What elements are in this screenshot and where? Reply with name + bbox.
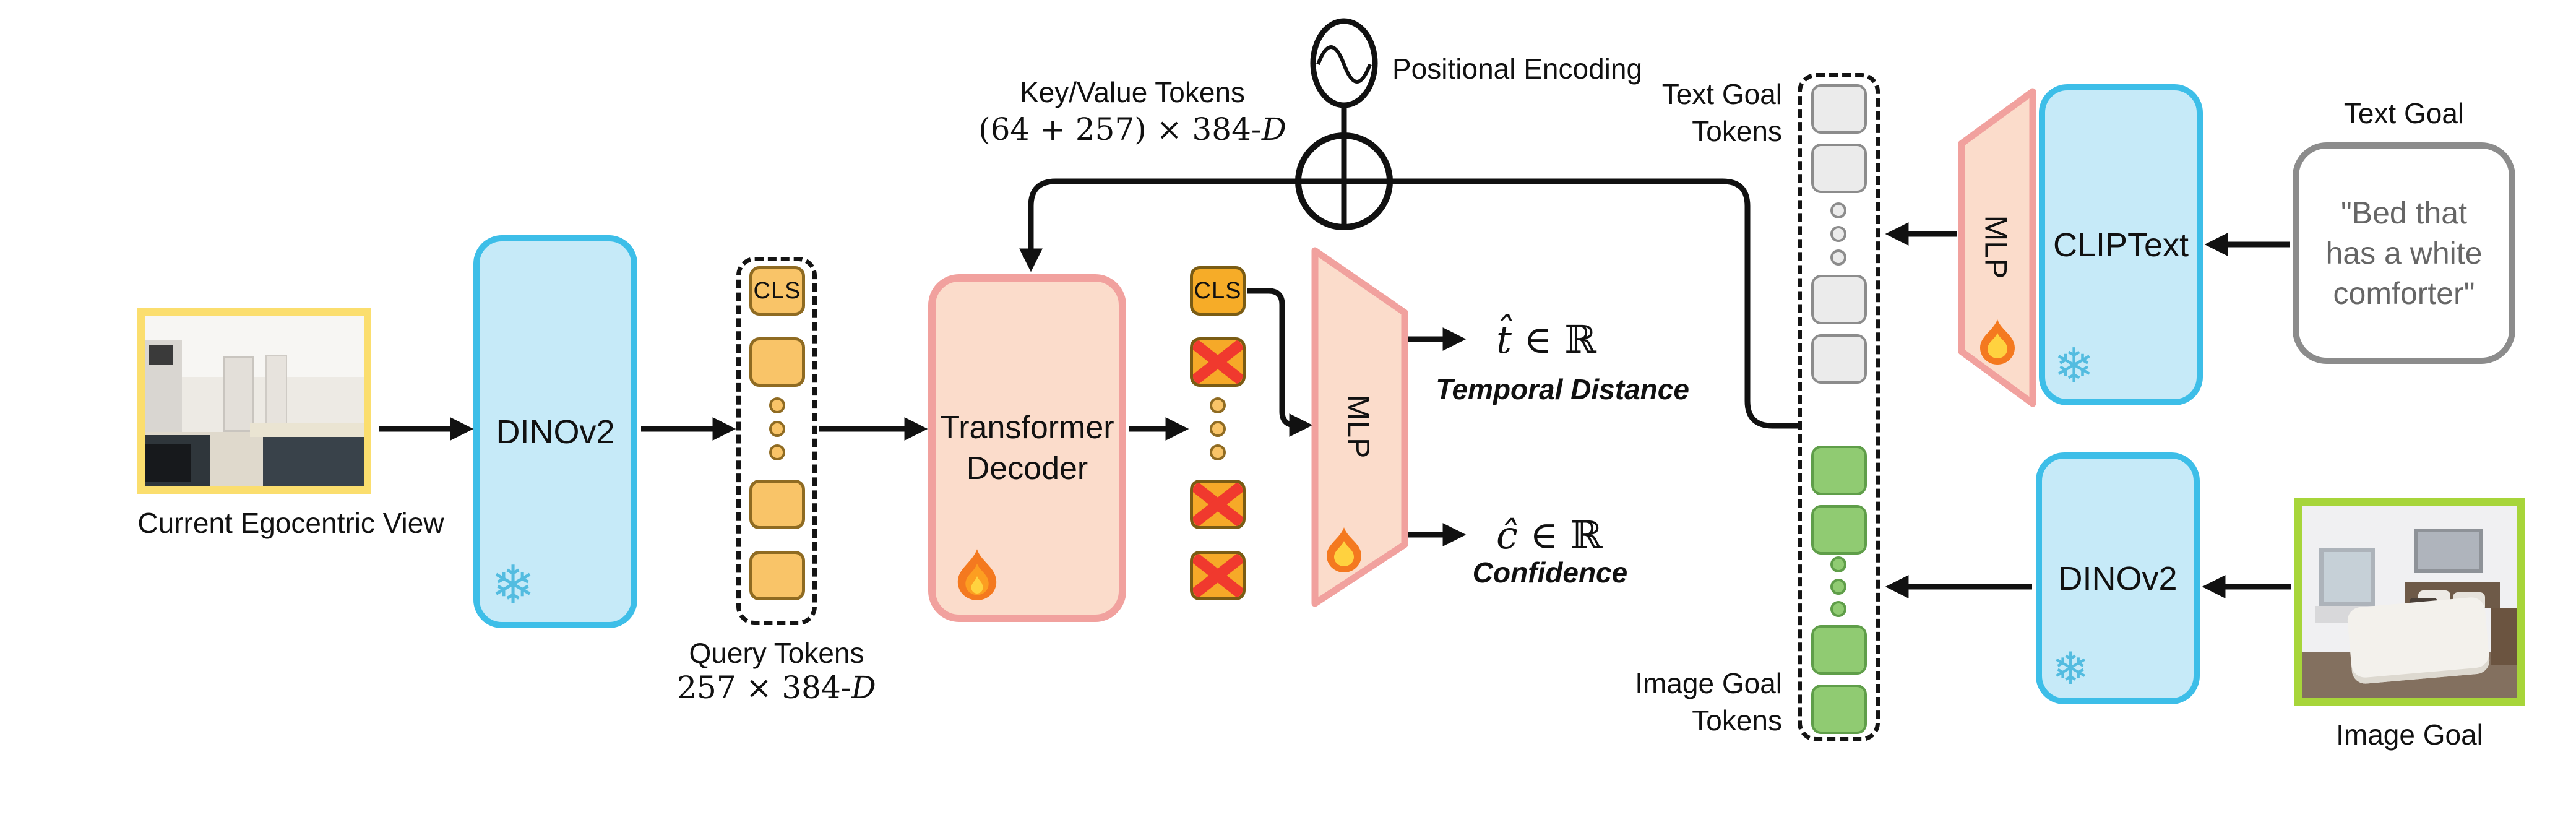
kv-dims-prefix: (64 + 257) × 384- xyxy=(978,111,1262,147)
text-goal-tokens-line1: Text Goal xyxy=(1661,78,1782,110)
text-goal-title: Text Goal xyxy=(2343,97,2465,129)
ego-countertop xyxy=(249,423,364,437)
query-cls-label: CLS xyxy=(753,277,801,304)
current-egocentric-photo xyxy=(137,308,371,494)
masked-token-icon xyxy=(1190,551,1246,600)
output-ellipsis-dot xyxy=(1210,421,1226,437)
goal-window xyxy=(2319,548,2376,606)
t-hat-symbol: t̂ xyxy=(1496,317,1512,362)
output-cls-token: CLS xyxy=(1190,266,1246,316)
query-token xyxy=(749,480,805,529)
ego-island-base xyxy=(263,435,364,486)
query-token xyxy=(749,551,805,600)
c-hat-symbol: ĉ xyxy=(1496,512,1518,558)
query-cls-token: CLS xyxy=(749,266,805,316)
fire-icon xyxy=(1327,527,1361,572)
image-goal-token xyxy=(1811,625,1867,675)
text-goal-token xyxy=(1811,334,1867,384)
query-dims-prefix: 257 × 384- xyxy=(677,670,851,706)
image-token-ellipsis-dot xyxy=(1830,556,1846,572)
image-token-ellipsis-dot xyxy=(1830,579,1846,595)
query-dims-var: D xyxy=(851,670,876,706)
cliptext-box: CLIPText ❄ xyxy=(2039,84,2203,405)
arrow-cls-to-mlp xyxy=(1247,288,1313,437)
sine-wave-icon xyxy=(1316,45,1372,84)
confidence-formula: ĉ ∈ ℝ xyxy=(1496,512,1603,558)
kv-tokens-dims: (64 + 257) × 384-D xyxy=(947,111,1318,147)
positional-encoding-label: Positional Encoding xyxy=(1392,53,1643,85)
goal-bench xyxy=(2491,607,2517,666)
snowflake-icon: ❄ xyxy=(2052,642,2090,694)
mlp-text-label: MLP xyxy=(1978,215,2014,279)
goal-wall-art xyxy=(2413,529,2483,573)
current-view-label: Current Egocentric View xyxy=(137,507,444,539)
image-goal-token xyxy=(1811,685,1867,734)
kv-dims-var: D xyxy=(1261,111,1286,147)
text-goal-quote: "Bed that has a white comforter" xyxy=(2325,195,2483,311)
query-tokens-title: Query Tokens xyxy=(689,637,864,669)
text-goal-tokens-label: Text Goal Tokens xyxy=(1535,76,1782,150)
snowflake-icon: ❄ xyxy=(491,555,536,616)
output-cls-label: CLS xyxy=(1194,277,1242,304)
query-ellipsis-dot xyxy=(769,421,785,437)
ego-oven xyxy=(145,444,191,482)
ego-hallway-door xyxy=(223,356,254,432)
image-goal-token xyxy=(1811,505,1867,555)
masked-token-icon xyxy=(1190,480,1246,529)
ego-far-door xyxy=(265,355,288,427)
mlp-head-label: MLP xyxy=(1341,394,1376,459)
snowflake-icon: ❄ xyxy=(2054,339,2095,394)
goal-tokens-column xyxy=(1798,73,1880,741)
text-token-ellipsis-dot xyxy=(1830,202,1846,218)
image-token-ellipsis-dot xyxy=(1830,601,1846,617)
ego-microwave xyxy=(149,344,174,366)
transformer-decoder-box: Transformer Decoder xyxy=(928,274,1126,622)
text-goal-token xyxy=(1811,84,1867,134)
confidence-caption: Confidence xyxy=(1472,556,1628,589)
output-ellipsis-dot xyxy=(1210,444,1226,460)
temporal-distance-formula: t̂ ∈ ℝ xyxy=(1496,317,1596,362)
text-goal-bubble: "Bed that has a white comforter" xyxy=(2293,142,2515,364)
query-tokens-dims: 257 × 384-D xyxy=(622,670,931,706)
decoder-label-line2: Decoder xyxy=(966,451,1088,486)
add-positional-encoding-icon xyxy=(1295,132,1393,230)
text-goal-tokens-line2: Tokens xyxy=(1692,115,1782,147)
cliptext-label: CLIPText xyxy=(2053,226,2189,264)
masked-token-icon xyxy=(1190,337,1246,387)
goal-bed-comforter xyxy=(2346,596,2491,685)
text-token-ellipsis-dot xyxy=(1830,249,1846,266)
dino-left-label: DINOv2 xyxy=(496,413,615,451)
text-goal-token xyxy=(1811,144,1867,193)
fire-icon xyxy=(1980,319,2015,365)
in-reals-symbol: ∈ ℝ xyxy=(1511,317,1596,362)
query-ellipsis-dot xyxy=(769,444,785,460)
dino-left-box: DINOv2 ❄ xyxy=(473,235,637,628)
in-reals-symbol: ∈ ℝ xyxy=(1517,512,1603,558)
image-goal-tokens-line1: Image Goal xyxy=(1635,667,1782,699)
image-goal-tokens-line2: Tokens xyxy=(1692,704,1782,736)
output-ellipsis-dot xyxy=(1210,397,1226,413)
query-tokens-column xyxy=(736,257,817,625)
text-token-ellipsis-dot xyxy=(1830,226,1846,242)
query-ellipsis-dot xyxy=(769,397,785,413)
image-goal-label: Image Goal xyxy=(2336,719,2483,751)
image-goal-token xyxy=(1811,446,1867,495)
dino-right-label: DINOv2 xyxy=(2058,559,2178,597)
image-goal-photo xyxy=(2294,498,2525,706)
temporal-distance-caption: Temporal Distance xyxy=(1436,373,1689,405)
text-goal-token xyxy=(1811,275,1867,324)
decoder-label-line1: Transformer xyxy=(940,410,1114,446)
kv-tokens-title: Key/Value Tokens xyxy=(1020,76,1245,108)
sine-generator-icon xyxy=(1310,18,1378,108)
query-token xyxy=(749,337,805,387)
dino-right-box: DINOv2 ❄ xyxy=(2036,452,2200,704)
image-goal-tokens-label: Image Goal Tokens xyxy=(1535,665,1782,739)
fire-icon xyxy=(957,549,997,600)
